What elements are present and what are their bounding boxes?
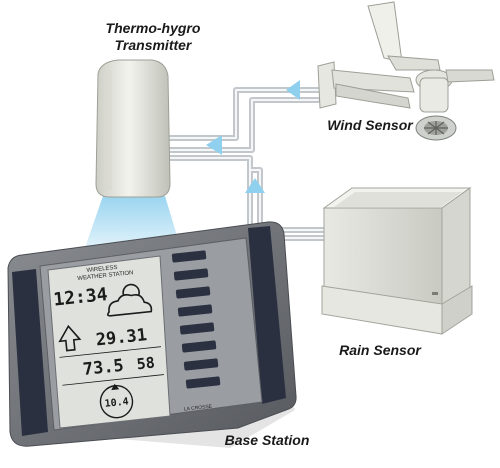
- label-thermo-line2: Transmitter: [114, 37, 192, 53]
- rain-sensor: [321, 187, 473, 335]
- station-footer: LA CROSSE: [184, 404, 213, 413]
- lcd-brand-line2: WEATHER STATION: [77, 270, 134, 282]
- thermo-hygro-transmitter: [80, 59, 185, 262]
- station-button-6[interactable]: [181, 340, 217, 353]
- station-button-2[interactable]: [173, 268, 209, 281]
- arrow-wind-icon: [286, 80, 300, 100]
- lcd-temperature: 73.5: [82, 356, 125, 380]
- station-button-1[interactable]: [171, 250, 207, 263]
- station-button-4[interactable]: [177, 304, 213, 317]
- station-button-7[interactable]: [183, 358, 219, 371]
- label-thermo-line1: Thermo-hygro: [105, 20, 201, 36]
- label-rain-sensor: Rain Sensor: [339, 342, 421, 358]
- station-button-5[interactable]: [179, 322, 215, 335]
- lcd-wind-speed: 10.4: [104, 396, 129, 409]
- arrow-rain-icon: [245, 178, 265, 193]
- label-wind-sensor: Wind Sensor: [327, 117, 413, 133]
- cloud-sun-icon: [106, 283, 153, 317]
- station-button-8[interactable]: [185, 376, 221, 389]
- signal-arrows: [206, 80, 300, 193]
- label-thermo-hygro: Thermo-hygro Transmitter: [98, 20, 208, 54]
- wind-sensor: [317, 1, 495, 141]
- signal-pipes: [165, 81, 338, 241]
- base-station: WIRELESS WEATHER STATION 12:34 29.31 73.…: [7, 221, 297, 448]
- compass-icon: [99, 383, 134, 419]
- arrow-transmitter-icon: [206, 135, 222, 155]
- station-button-3[interactable]: [175, 286, 211, 299]
- control-buttons: [171, 250, 221, 389]
- label-base-station: Base Station: [224, 432, 310, 448]
- lcd-humidity: 58: [136, 354, 156, 374]
- trend-arrow-icon: [58, 324, 82, 352]
- lcd-brand-line1: WIRELESS: [86, 265, 117, 274]
